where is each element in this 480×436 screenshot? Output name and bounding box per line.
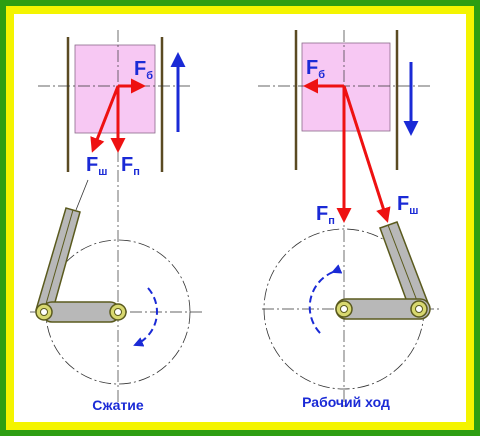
right-main-journal-hole bbox=[340, 305, 348, 313]
left-rod-force-label: Fш bbox=[86, 154, 107, 178]
left-mechanism: Fб Fш Fп Сжатие bbox=[30, 30, 205, 413]
right-side-force-label: Fб bbox=[306, 57, 325, 81]
left-rod-centerline bbox=[43, 209, 74, 312]
left-crank-arm bbox=[41, 301, 121, 323]
left-piston-force-label: Fп bbox=[121, 154, 140, 178]
right-rotation-arrow bbox=[308, 264, 343, 336]
left-crank-pin-hole bbox=[40, 308, 48, 316]
left-main-journal-hole bbox=[114, 308, 122, 316]
right-piston-force-label: Fп bbox=[316, 203, 335, 227]
right-crank-pin-hole bbox=[415, 305, 423, 313]
left-rod-guide-line bbox=[75, 179, 89, 211]
right-rod-force-label: Fш bbox=[397, 193, 418, 217]
right-mechanism: Fб Fп Fш Рабочий ход bbox=[258, 30, 440, 410]
right-rod-force-arrow bbox=[342, 85, 391, 223]
right-caption: Рабочий ход bbox=[302, 394, 390, 410]
left-rotation-arrow bbox=[133, 287, 158, 347]
left-side-force-label: Fб bbox=[134, 58, 153, 82]
left-rod-force-arrow bbox=[90, 85, 120, 153]
left-caption: Сжатие bbox=[92, 397, 144, 413]
right-rod-centerline bbox=[387, 224, 420, 307]
